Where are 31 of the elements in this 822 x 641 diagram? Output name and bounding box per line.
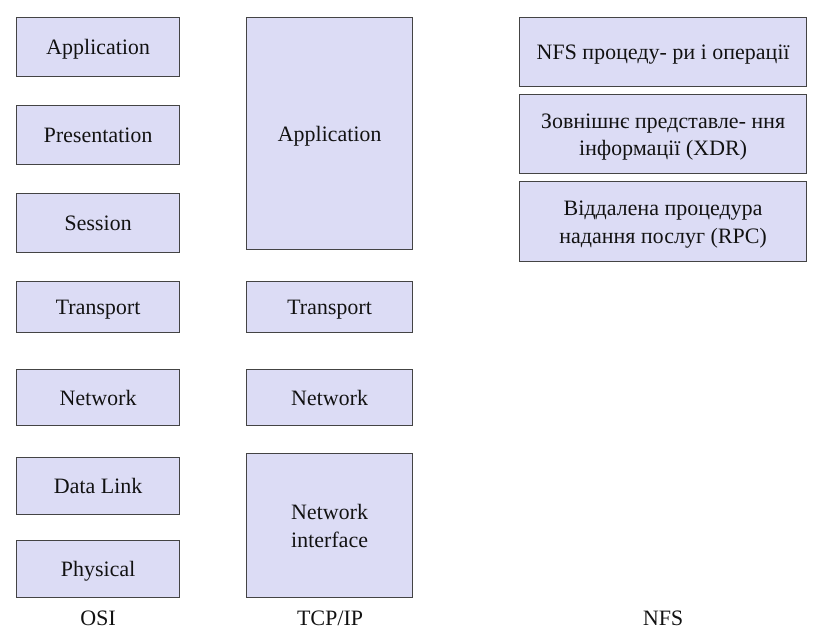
layer-label: Віддалена процедура надання послуг (RPC) <box>558 194 768 249</box>
layer-box <box>16 105 180 165</box>
layer-label: Transport <box>56 293 140 321</box>
layer-box <box>519 17 807 87</box>
column-caption: NFS <box>642 605 684 631</box>
layer-label: Data Link <box>54 472 142 500</box>
layer-box <box>16 540 180 598</box>
layer-box <box>16 193 180 253</box>
layer-box <box>16 457 180 515</box>
layer-label: Session <box>64 209 132 237</box>
column-caption: OSI <box>79 605 117 631</box>
layer-label: Transport <box>287 293 372 321</box>
layer-label: Application <box>46 33 150 61</box>
layer-label: Application <box>278 120 382 148</box>
layer-box <box>519 181 807 262</box>
layer-label: Network interface <box>290 498 369 553</box>
layer-box <box>246 453 413 598</box>
layer-box <box>16 281 180 333</box>
layer-label: Зовнішнє представле- ння інформації (XDR) <box>540 106 786 162</box>
layer-box <box>246 369 413 426</box>
layer-label: Network <box>60 384 136 412</box>
layer-box <box>246 17 413 250</box>
layer-label: Network <box>291 384 368 412</box>
layer-box <box>519 94 807 174</box>
layer-label: NFS процеду- ри і операції <box>536 38 790 66</box>
column-caption: TCP/IP <box>296 605 364 631</box>
layer-box <box>246 281 413 333</box>
layer-label: Physical <box>60 555 136 583</box>
layer-label: Presentation <box>44 121 152 149</box>
layer-box <box>16 369 180 426</box>
layer-box <box>16 17 180 77</box>
